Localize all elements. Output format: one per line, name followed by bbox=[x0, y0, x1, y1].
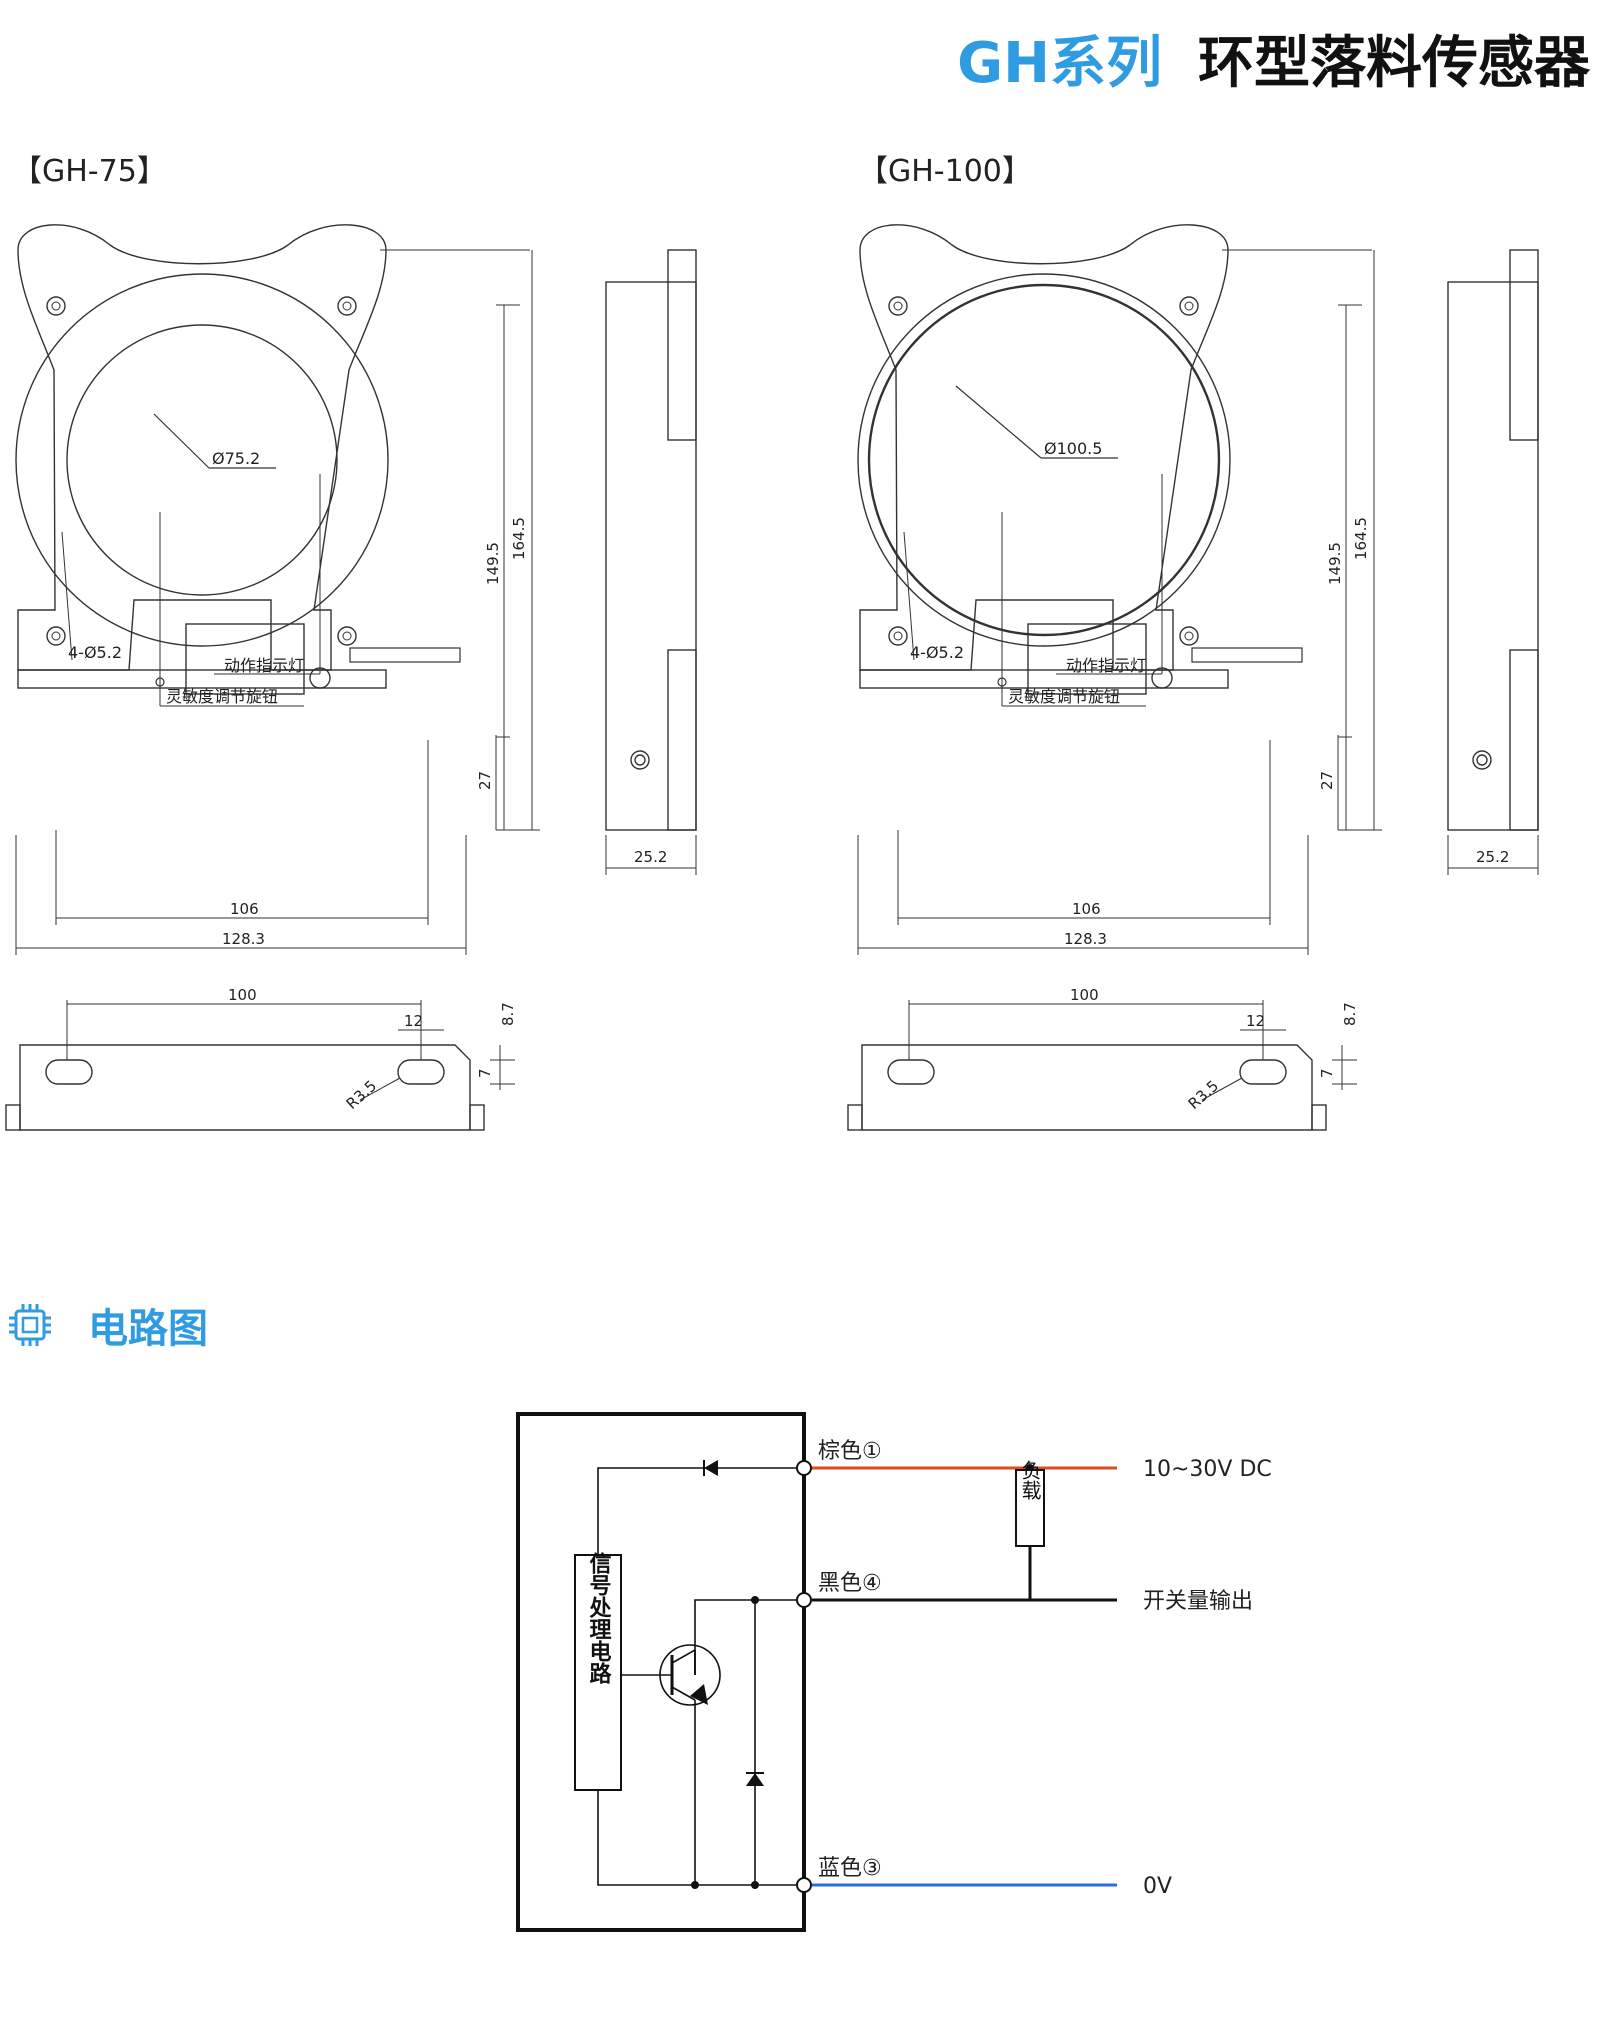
gh75-hole-spec-label: 4-Ø5.2 bbox=[68, 643, 122, 662]
gh100-thickness-label: 25.2 bbox=[1476, 848, 1509, 866]
gh75-base-height-label: 27 bbox=[476, 771, 494, 790]
gh100-slot-width-label: 12 bbox=[1246, 1012, 1265, 1030]
load-box bbox=[1015, 1469, 1045, 1547]
signal-output-label: 开关量输出 bbox=[1143, 1589, 1253, 1614]
gh100-diameter-label: Ø100.5 bbox=[1044, 439, 1102, 458]
signal-supply-label: 10~30V DC bbox=[1143, 1457, 1272, 1482]
gh100-inner-bore bbox=[867, 283, 1221, 637]
gh75-overall-width-label: 128.3 bbox=[222, 930, 265, 948]
gh100-indicator-label: 动作指示灯 bbox=[1066, 656, 1146, 675]
gh100-slot-offset-label: 8.7 bbox=[1341, 1002, 1359, 1026]
gh75-thickness-label: 25.2 bbox=[634, 848, 667, 866]
terminal-blue bbox=[796, 1877, 812, 1893]
signal-processing-label: 信号处理电路 bbox=[586, 1551, 613, 1684]
model-label-gh100: 【GH-100】 bbox=[858, 154, 1032, 189]
gh75-dimension-lines bbox=[15, 249, 540, 955]
product-title: 环型落料传感器 bbox=[1198, 31, 1590, 96]
circuit-section-header: 电路图 bbox=[6, 1295, 208, 1355]
gh100-bottom-view bbox=[847, 1000, 1357, 1131]
model-label-gh75: 【GH-75】 bbox=[12, 154, 167, 189]
gh100-base-height-label: 27 bbox=[1318, 771, 1336, 790]
terminal-black bbox=[796, 1592, 812, 1608]
page-title: GH系列环型落料传感器 bbox=[957, 18, 1590, 99]
gh100-hole-spec-label: 4-Ø5.2 bbox=[910, 643, 964, 662]
gh100-slot-height-label: 7 bbox=[1318, 1068, 1336, 1078]
clamp-diode-icon bbox=[746, 1773, 764, 1786]
terminal-brown bbox=[796, 1460, 812, 1476]
gh100-height-inner-label: 149.5 bbox=[1326, 542, 1344, 585]
series-title: GH系列 bbox=[957, 31, 1162, 96]
gh75-height-inner-label: 149.5 bbox=[484, 542, 502, 585]
gh75-indicator-label: 动作指示灯 bbox=[224, 656, 304, 675]
gh75-slot-radius-label: R3.5 bbox=[343, 1077, 381, 1113]
terminal-label-blue: 蓝色③ bbox=[818, 1856, 882, 1881]
transistor-emitter-arrow bbox=[690, 1684, 708, 1705]
gh75-slot-height-label: 7 bbox=[476, 1068, 494, 1078]
gh75-side-view bbox=[605, 249, 697, 875]
gh100-front-view: Ø100.5 4-Ø5.2 动作指示灯 灵敏度调节旋钮 bbox=[857, 224, 1303, 707]
load-label: 负载 bbox=[1018, 1460, 1042, 1500]
chip-icon bbox=[9, 1304, 51, 1346]
gh100-slot-radius-label: R3.5 bbox=[1185, 1077, 1223, 1113]
gh100-dimension-lines bbox=[857, 249, 1382, 955]
gh100-overall-width-label: 128.3 bbox=[1064, 930, 1107, 948]
gh75-slot-offset-label: 8.7 bbox=[499, 1002, 517, 1026]
circuit-diagram: 信号处理电路 负载 棕色① 黑色④ 蓝色③ 10~30V DC 开关量输出 0V bbox=[516, 1412, 1272, 1932]
gh75-slot-span-label: 100 bbox=[228, 986, 257, 1004]
gh75-bottom-view bbox=[5, 1000, 515, 1131]
gh75-knob-label: 灵敏度调节旋钮 bbox=[166, 687, 278, 706]
gh75-hole-span-label: 106 bbox=[230, 900, 259, 918]
gh100-slot-span-label: 100 bbox=[1070, 986, 1099, 1004]
sensor-enclosure bbox=[516, 1412, 806, 1932]
gh75-height-outer-label: 164.5 bbox=[510, 517, 528, 560]
internal-wiring bbox=[597, 1467, 804, 1886]
gh100-side-view bbox=[1447, 249, 1539, 875]
terminal-label-black: 黑色④ bbox=[818, 1571, 882, 1596]
gh75-front-view: Ø75.2 4-Ø5.2 动作指示灯 灵敏度调节旋钮 bbox=[15, 224, 461, 707]
gh100-height-outer-label: 164.5 bbox=[1352, 517, 1370, 560]
input-diode-icon bbox=[704, 1460, 718, 1476]
terminal-label-brown: 棕色① bbox=[818, 1439, 882, 1464]
signal-ground-label: 0V bbox=[1143, 1874, 1172, 1899]
gh75-diameter-label: Ø75.2 bbox=[212, 449, 260, 468]
gh75-inner-bore bbox=[66, 324, 338, 596]
gh100-hole-span-label: 106 bbox=[1072, 900, 1101, 918]
gh100-knob-label: 灵敏度调节旋钮 bbox=[1008, 687, 1120, 706]
circuit-section-title: 电路图 bbox=[88, 1306, 208, 1352]
gh75-slot-width-label: 12 bbox=[404, 1012, 423, 1030]
